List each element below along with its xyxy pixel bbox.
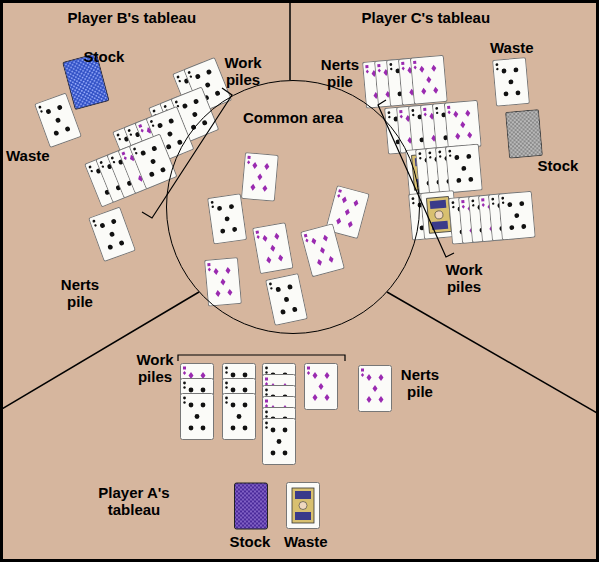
work-pile xyxy=(406,144,483,196)
area-label: Stock xyxy=(230,533,271,550)
bracket xyxy=(178,355,345,361)
common-area-circle: Common area xyxy=(166,80,420,334)
waste-card xyxy=(35,93,82,148)
nerts-pile xyxy=(363,55,448,108)
area-label: Player C's tableau xyxy=(362,9,491,26)
area-label: Nerts pile xyxy=(395,366,445,400)
area-label: Player A's tableau xyxy=(87,484,182,518)
area-label: Stock xyxy=(84,48,125,65)
foundation-cards xyxy=(205,153,370,326)
area-label: Player B's tableau xyxy=(68,9,197,26)
area-label: Work piles xyxy=(439,261,489,295)
area-label: Waste xyxy=(284,533,328,550)
area-label: Nerts pile xyxy=(55,276,105,310)
area-label: Waste xyxy=(6,147,50,164)
area-label: Work piles xyxy=(218,54,268,88)
area-label: Work piles xyxy=(130,351,180,385)
nerts-card xyxy=(359,366,392,412)
stock-card xyxy=(235,483,268,529)
stock-card xyxy=(506,110,543,159)
area-label: Waste xyxy=(490,39,534,56)
work-pile xyxy=(449,191,536,244)
work-pile xyxy=(305,364,338,410)
work-pile xyxy=(223,364,256,440)
area-title: Common area xyxy=(167,109,419,126)
waste-card xyxy=(493,58,530,107)
work-pile xyxy=(263,364,296,465)
area-label: Stock xyxy=(538,157,579,174)
nerts-card xyxy=(89,207,136,262)
bracket xyxy=(378,100,454,257)
waste-card xyxy=(287,483,320,529)
divider-lines xyxy=(0,0,599,414)
work-pile xyxy=(85,134,177,207)
area-label: Nerts pile xyxy=(315,56,365,90)
work-pile xyxy=(181,364,214,440)
